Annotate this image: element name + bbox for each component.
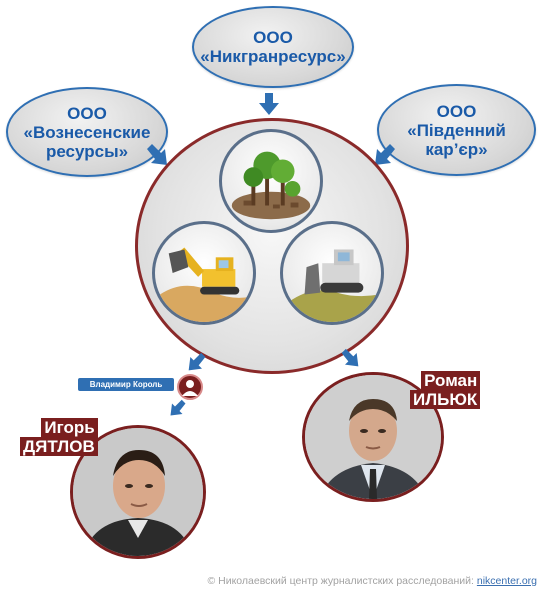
- company-pivdennyi-line1: ООО: [436, 101, 477, 121]
- company-pivdennyi-karier: ООО «Південний кар’єр»: [377, 84, 536, 176]
- arrow-down-left-icon: [187, 352, 207, 372]
- company-nikgranresurs: ООО «Никгранресурс»: [192, 6, 354, 88]
- company-voznesenskie-line1: ООО: [67, 103, 107, 123]
- arrow-down-right-icon: [340, 348, 360, 368]
- ilyuk-last-name: ИЛЬЮК: [410, 390, 481, 409]
- ilyuk-name-label: Роман ИЛЬЮК: [410, 371, 481, 409]
- activities-hub: [135, 118, 409, 374]
- footer-text: © Николаевский центр журналистских рассл…: [207, 575, 477, 587]
- company-voznesenskie-line3: ресурсы»: [45, 141, 129, 161]
- copyright-footer: © Николаевский центр журналистских рассл…: [207, 575, 537, 587]
- dyatlov-first-name: Игорь: [41, 418, 98, 437]
- arrow-down-icon: [259, 93, 279, 115]
- ilyuk-first-name: Роман: [421, 371, 481, 390]
- company-pivdennyi-line2: «Південний: [407, 120, 506, 140]
- bulldozer-icon: [280, 221, 384, 325]
- excavator-icon: [152, 221, 256, 325]
- arrow-down-left-icon: [373, 143, 397, 167]
- company-voznesenskie-resursy: ООО «Вознесенские ресурсы»: [6, 87, 168, 177]
- company-voznesenskie-line2: «Вознесенские: [23, 122, 151, 142]
- company-pivdennyi-line3: кар’єр»: [425, 139, 488, 159]
- company-nikgranresurs-line2: «Никгранресурс»: [200, 47, 346, 66]
- footer-site-link[interactable]: nikcenter.org: [476, 575, 537, 587]
- ilyuk-photo: [302, 372, 444, 502]
- arrow-down-right-icon: [145, 143, 169, 167]
- arrow-down-left-icon: [169, 399, 187, 417]
- forest-logging-icon: [219, 129, 323, 233]
- dyatlov-last-name: ДЯТЛОВ: [20, 437, 98, 456]
- dyatlov-name-label: Игорь ДЯТЛОВ: [20, 418, 98, 456]
- person-icon: [177, 374, 203, 400]
- company-nikgranresurs-line1: ООО: [253, 28, 293, 47]
- korol-name-label: Владимир Король: [78, 378, 174, 391]
